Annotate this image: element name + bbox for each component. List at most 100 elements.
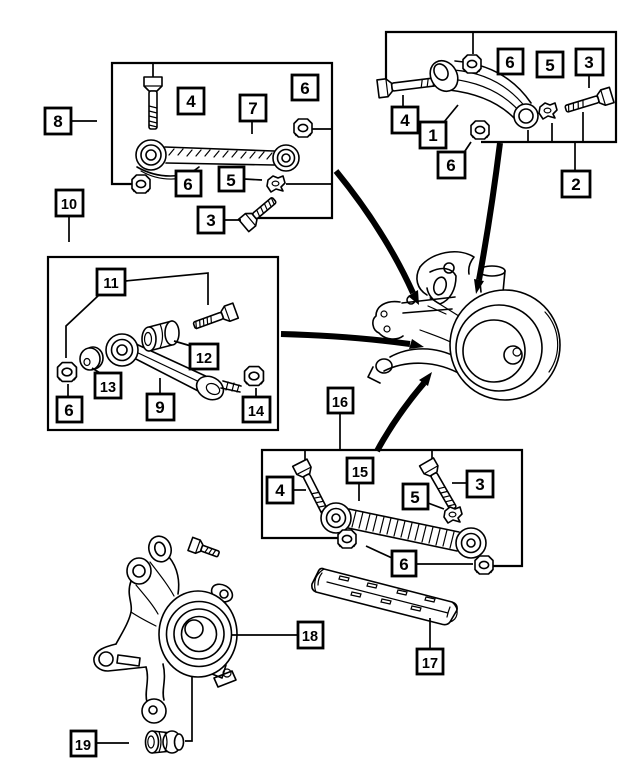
retainer-washer (443, 506, 463, 524)
callout-number: 4 (186, 92, 196, 111)
lock-nut (243, 365, 265, 387)
callout-13[interactable]: 13 (91, 367, 123, 400)
callout-19[interactable]: 19 (69, 729, 129, 758)
callout-box[interactable] (535, 50, 565, 79)
callout-5-top-right[interactable]: 5 (535, 50, 565, 79)
lower-arm-group-bottom (291, 457, 494, 575)
callout-3-top-right[interactable]: 3 (574, 47, 605, 88)
callout-box[interactable] (415, 647, 445, 676)
callout-box[interactable] (436, 150, 467, 180)
adjuster-bolt (192, 302, 240, 330)
callout-box[interactable] (290, 73, 320, 102)
axle-differential-assembly (367, 251, 561, 401)
callout-box[interactable] (465, 469, 495, 499)
side-mount-lobe (126, 557, 152, 585)
callout-box[interactable] (401, 482, 430, 511)
callout-5-top-left[interactable]: 5 (217, 165, 263, 193)
callout-box[interactable] (560, 169, 592, 199)
arrow-middle-left-group (280, 331, 424, 349)
callout-6-top-left-a[interactable]: 6 (290, 73, 320, 102)
toe-link-group-middle-left (56, 302, 265, 401)
callout-number: 11 (103, 276, 118, 292)
vertical-bolt (143, 76, 163, 130)
callout-box[interactable] (176, 86, 206, 116)
callout-4-top-left[interactable]: 4 (176, 86, 206, 116)
callout-18[interactable]: 18 (232, 620, 325, 650)
callout-number: 13 (100, 380, 116, 396)
callout-box[interactable] (174, 169, 203, 198)
callout-box[interactable] (418, 120, 448, 150)
retainer-washer (538, 102, 558, 120)
pivot-bushing-19 (144, 730, 185, 754)
callout-number: 3 (475, 475, 484, 494)
callout-box[interactable] (241, 395, 272, 424)
callout-7[interactable]: 7 (238, 93, 268, 134)
callout-5-bottom[interactable]: 5 (401, 482, 445, 511)
callout-3-top-left[interactable]: 3 (196, 205, 241, 235)
callout-number: 5 (545, 56, 554, 75)
callout-box[interactable] (265, 475, 295, 505)
callout-box[interactable] (390, 105, 420, 135)
callout-9[interactable]: 9 (145, 378, 176, 422)
callout-4-bottom[interactable]: 4 (265, 475, 306, 505)
pointer-arrows (280, 142, 503, 453)
callout-box[interactable] (55, 395, 84, 424)
callout-box[interactable] (93, 371, 123, 400)
callout-11[interactable]: 11 (65, 267, 209, 358)
callout-8[interactable]: 8 (43, 106, 97, 136)
callout-6-top-right-b[interactable]: 6 (436, 141, 472, 180)
callout-number: 15 (352, 465, 368, 481)
callout-box[interactable] (196, 205, 226, 235)
callout-number: 8 (53, 112, 62, 131)
callout-10[interactable]: 10 (54, 188, 85, 242)
callout-number: 9 (155, 398, 164, 417)
callout-box[interactable] (496, 47, 525, 76)
upper-mount-lobe (147, 535, 173, 563)
callout-4-top-right[interactable]: 4 (390, 95, 420, 135)
callout-number: 10 (61, 197, 77, 213)
callout-box[interactable] (390, 549, 418, 578)
flange-nut (56, 361, 78, 383)
pivot-bushing (141, 320, 180, 352)
group-box-top-left (110, 61, 334, 220)
callout-16[interactable]: 16 (326, 386, 355, 449)
callout-box[interactable] (238, 93, 268, 123)
callout-number: 18 (302, 629, 318, 645)
callout-3-bottom[interactable]: 3 (452, 469, 495, 499)
callout-box[interactable] (326, 386, 355, 415)
callout-12[interactable]: 12 (173, 340, 220, 371)
callout-box[interactable] (95, 267, 127, 297)
callout-box[interactable] (188, 342, 220, 371)
washer-disc (79, 346, 104, 371)
callout-box[interactable] (69, 729, 98, 758)
arrow-top-left-group (333, 169, 419, 305)
callout-6-top-right-a[interactable]: 6 (496, 47, 525, 76)
callout-17[interactable]: 17 (415, 618, 445, 676)
callout-6-top-left-b[interactable]: 6 (174, 169, 203, 198)
callout-number: 3 (584, 53, 593, 72)
callout-number: 4 (275, 481, 285, 500)
upper-arm-group-top-right (376, 54, 615, 140)
callout-box[interactable] (145, 392, 176, 422)
callout-number: 19 (75, 738, 91, 754)
leader-line (124, 272, 209, 305)
arrow-bottom-group (374, 372, 432, 453)
flange-nut (131, 174, 151, 194)
callout-6-bottom[interactable]: 6 (365, 545, 473, 578)
callout-1[interactable]: 1 (418, 104, 459, 150)
callout-number: 5 (410, 488, 419, 507)
callout-14[interactable]: 14 (241, 388, 272, 424)
callout-box[interactable] (43, 106, 73, 136)
callout-box[interactable] (217, 165, 246, 193)
callout-15[interactable]: 15 (345, 456, 375, 501)
callout-box[interactable] (54, 188, 85, 218)
callout-6-middle-left[interactable]: 6 (55, 384, 84, 424)
callout-number: 6 (64, 401, 73, 420)
leader-line (173, 340, 192, 347)
callout-box[interactable] (345, 456, 375, 485)
callout-box[interactable] (574, 47, 605, 77)
callouts: 8 10 4 7 6 6 5 (43, 47, 605, 758)
callout-box[interactable] (296, 620, 325, 650)
callout-2[interactable]: 2 (560, 143, 592, 199)
